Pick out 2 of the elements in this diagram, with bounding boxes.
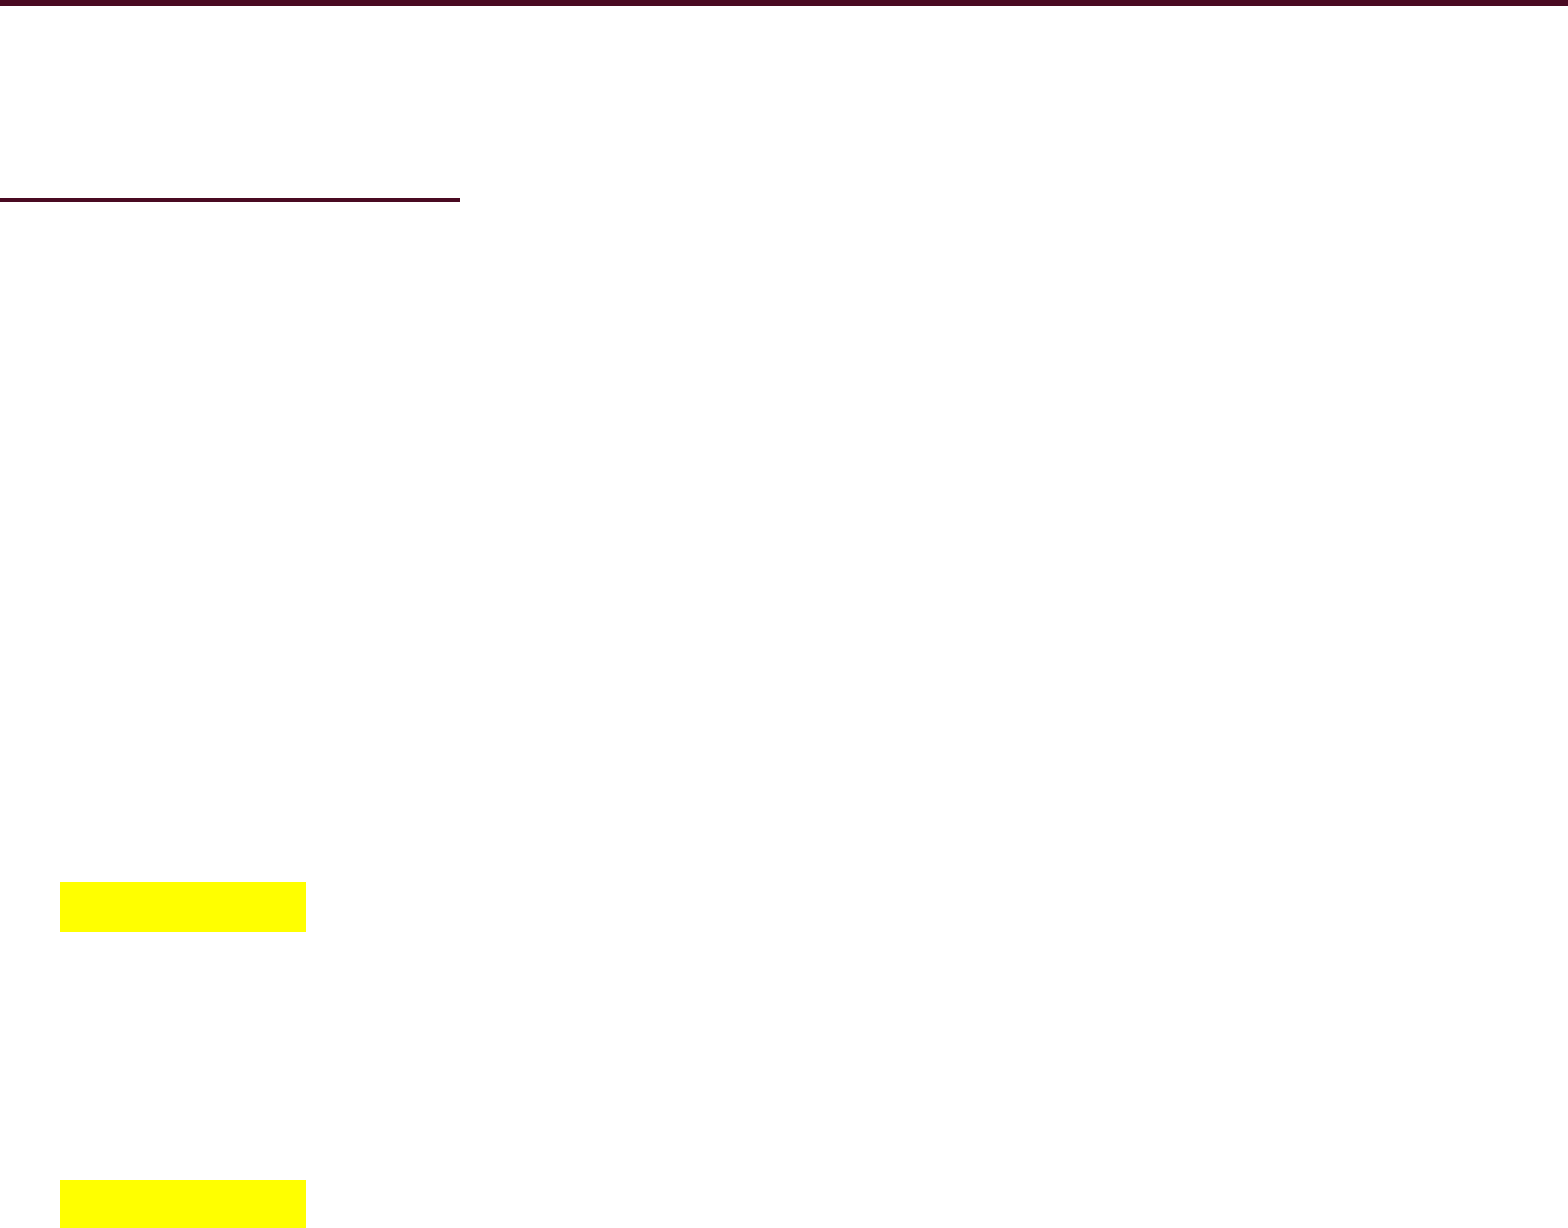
- highlight-bar: [60, 882, 306, 932]
- highlight-bar: [60, 1180, 306, 1228]
